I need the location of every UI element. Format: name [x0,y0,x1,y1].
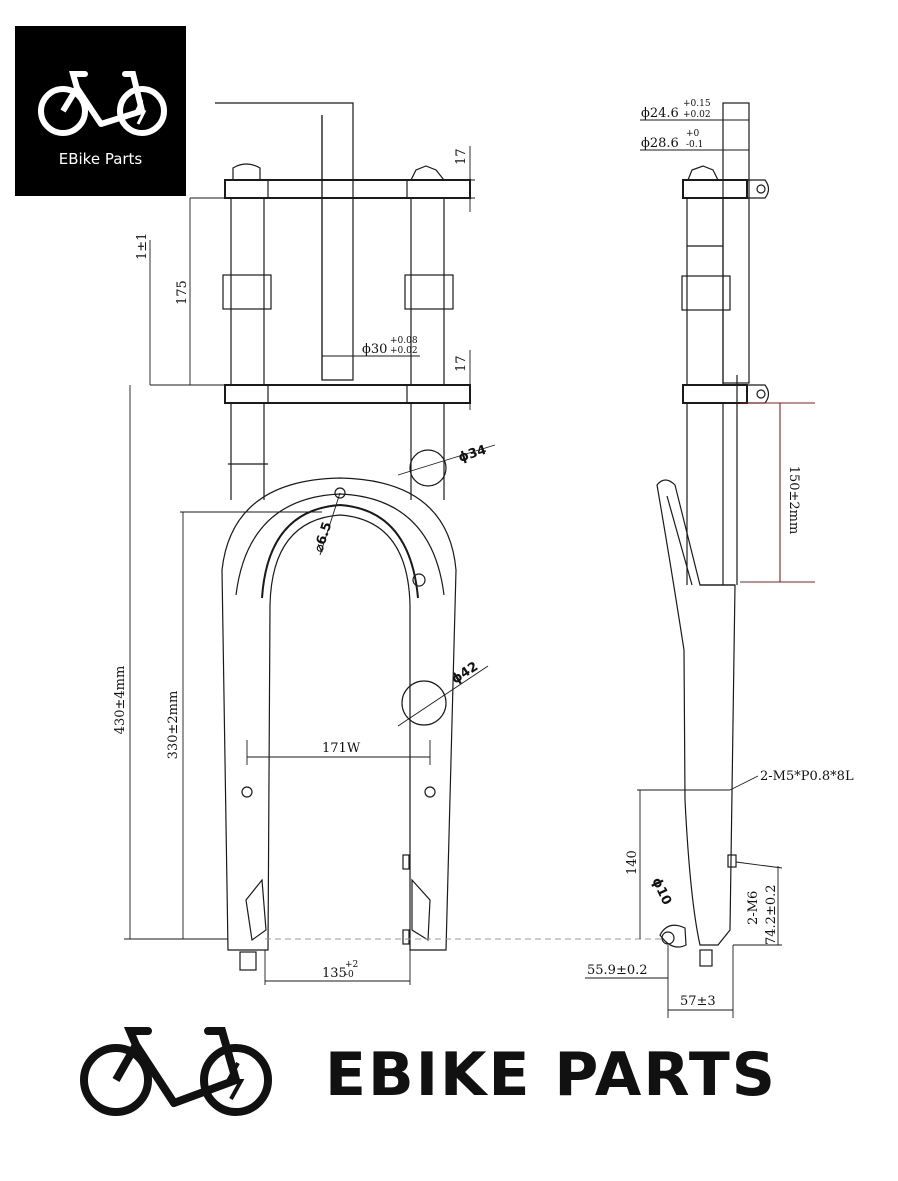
dim-phi10: ϕ10 [648,875,674,907]
dim-175: 175 [175,280,190,305]
brand-name: EBIKE PARTS [325,1040,777,1110]
dim-55-9: 55.9±0.2 [587,963,648,978]
dim-17-top: 17 [454,148,469,165]
bike-bolt-icon [38,71,167,136]
dim-m6: 2-M6 [746,891,761,925]
logo-caption: EBike Parts [58,150,143,168]
dim-150: 150±2mm [786,466,801,535]
dim-74-2: 74.2±0.2 [764,884,779,945]
dim-phi28-6: ϕ28.6 [641,136,679,151]
dim-phi24-6-tol-up: +0.15 [683,99,711,109]
dim-171w: 171W [322,741,361,756]
dim-57: 57±3 [680,994,716,1009]
dim-17-bottom: 17 [454,355,469,372]
dim-phi30-tol-dn: +0.02 [390,346,418,356]
logo-badge: EBike Parts [15,26,186,196]
dim-430: 430±4mm [113,666,128,735]
dim-phi24-6-tol-dn: +0.02 [683,110,711,120]
dim-m5: 2-M5*P0.8*8L [760,769,854,784]
dim-phi30: ϕ30 [362,342,387,357]
dim-135-tol-up: +2 [345,960,358,970]
dim-330: 330±2mm [166,691,181,760]
dim-140: 140 [625,850,640,875]
side-view: ϕ24.6 +0.15 +0.02 ϕ28.6 +0 -0.1 150±2mm … [585,99,854,1018]
dim-phi28-6-tol-up: +0 [686,129,700,139]
dim-1pm1: 1±1 [135,233,150,260]
dim-phi24-6: ϕ24.6 [641,106,679,121]
dim-phi6-5: ⌀6.5 [312,520,336,554]
dim-135: 135 [322,966,347,981]
dim-135-tol-dn: -0 [345,970,354,980]
bike-bolt-icon [80,1027,272,1116]
front-view: 17 17 175 1±1 ϕ30 +0.08 +0.02 ϕ34 ⌀6.5 ϕ… [113,102,665,985]
dim-phi28-6-tol-dn: -0.1 [686,140,703,150]
dim-phi30-tol-up: +0.08 [390,336,418,346]
dim-phi34: ϕ34 [457,443,489,466]
